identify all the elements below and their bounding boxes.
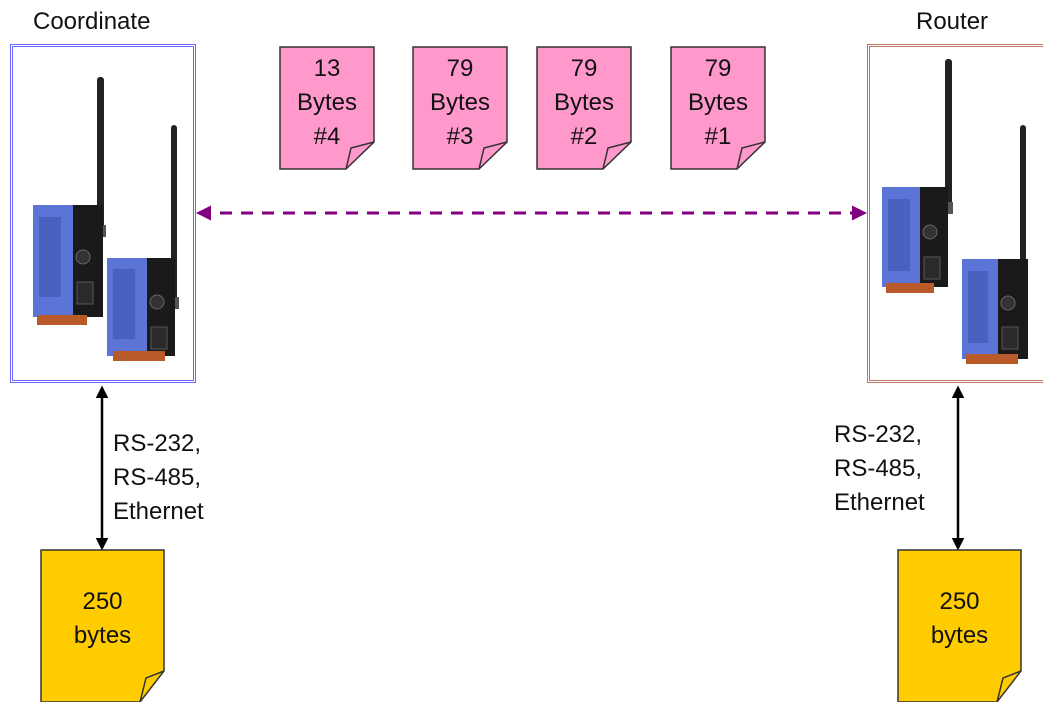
packet-note-shape — [279, 46, 375, 170]
packet-sequence: #4 — [313, 123, 341, 150]
packet-sequence: #3 — [446, 123, 474, 150]
interface-ethernet: Ethernet — [834, 489, 925, 516]
packet-note: 79 Bytes #2 — [536, 46, 632, 170]
buffer-unit: bytes — [930, 622, 989, 649]
packet-unit: Bytes — [296, 89, 358, 116]
interface-rs232: RS-232, — [113, 430, 202, 457]
interface-rs485: RS-485, — [113, 464, 202, 491]
buffer-note-shape — [897, 549, 1022, 702]
module-back — [33, 77, 106, 325]
buffer-size: 250 — [82, 588, 123, 615]
buffer-note-shape — [40, 549, 165, 702]
packet-sequence: #2 — [570, 123, 598, 150]
router-interface-label: RS-232, RS-485, Ethernet — [834, 418, 925, 520]
packet-unit: Bytes — [429, 89, 491, 116]
packet-note-shape — [412, 46, 508, 170]
router-title: Router — [916, 8, 989, 35]
coordinate-title: Coordinate — [33, 8, 151, 35]
router-buffer-note: 250 bytes — [897, 549, 1022, 702]
packet-size: 79 — [704, 55, 732, 82]
interface-rs232: RS-232, — [834, 421, 923, 448]
module-front — [962, 125, 1028, 364]
packet-size: 79 — [570, 55, 598, 82]
packet-note: 13 Bytes #4 — [279, 46, 375, 170]
packet-note-shape — [536, 46, 632, 170]
interface-rs485: RS-485, — [834, 455, 923, 482]
coordinate-interface-label: RS-232, RS-485, Ethernet — [113, 427, 204, 529]
module-front — [107, 125, 179, 361]
router-device-frame — [867, 44, 1043, 383]
router-device-image — [882, 59, 1028, 364]
coordinate-device-image — [33, 77, 179, 361]
interface-ethernet: Ethernet — [113, 498, 204, 525]
packet-size: 13 — [313, 55, 341, 82]
packet-size: 79 — [446, 55, 474, 82]
buffer-unit: bytes — [73, 622, 132, 649]
packet-note-shape — [670, 46, 766, 170]
module-back — [882, 59, 953, 293]
buffer-size: 250 — [939, 588, 980, 615]
coordinate-buffer-note: 250 bytes — [40, 549, 165, 702]
packet-note: 79 Bytes #1 — [670, 46, 766, 170]
packet-unit: Bytes — [687, 89, 749, 116]
packet-note: 79 Bytes #3 — [412, 46, 508, 170]
coordinate-device-frame — [10, 44, 196, 383]
packet-unit: Bytes — [553, 89, 615, 116]
packet-sequence: #1 — [704, 123, 732, 150]
